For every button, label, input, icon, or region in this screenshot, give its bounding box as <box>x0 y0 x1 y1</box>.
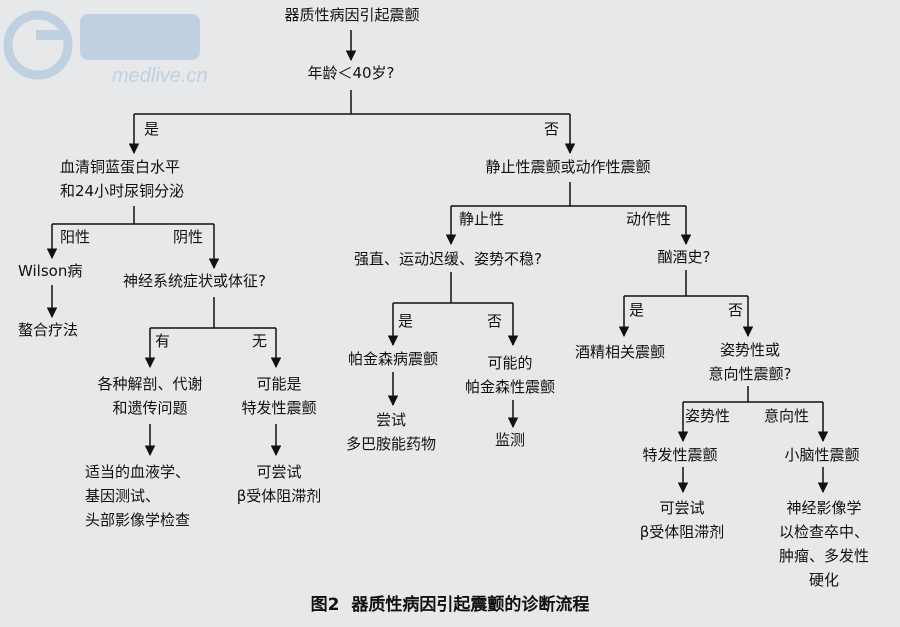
label-age-no: 否 <box>544 120 560 138</box>
node-ceruloplasmin-line1: 血清铜蓝蛋白水平 <box>60 158 181 176</box>
node-root: 器质性病因引起震颤 <box>284 6 420 24</box>
node-neuroimaging-line3: 肿瘤、多发性 <box>778 547 870 565</box>
node-try-beta-right-line2: β受体阻滞剂 <box>639 523 725 541</box>
node-try-beta-left-line2: β受体阻滞剂 <box>236 487 322 505</box>
node-cerebellar: 小脑性震颤 <box>784 446 860 464</box>
label-alcohol-yes: 是 <box>629 301 645 319</box>
node-neuroimaging-line2: 以检查卒中、 <box>778 523 870 541</box>
label-alcohol-no: 否 <box>728 301 744 319</box>
node-possible-parkinson-line2: 帕金森性震颤 <box>464 378 556 396</box>
label-neuro-no: 无 <box>252 332 268 350</box>
label-age-yes: 是 <box>144 120 160 138</box>
node-age-question: 年龄＜40岁? <box>307 64 395 82</box>
label-negative: 阴性 <box>173 228 204 246</box>
node-rigidity-question: 强直、运动迟缓、姿势不稳? <box>354 250 542 268</box>
node-try-dopa-line2: 多巴胺能药物 <box>345 435 437 453</box>
label-neuro-yes: 有 <box>155 332 171 350</box>
node-neuro-question: 神经系统症状或体征? <box>123 272 266 290</box>
label-rigidity-no: 否 <box>487 312 503 330</box>
node-labs-line2: 基因测试、 <box>85 487 161 505</box>
figure-caption: 图2 器质性病因引起震颤的诊断流程 <box>310 595 590 615</box>
node-rest-or-action: 静止性震颤或动作性震颤 <box>485 158 651 176</box>
node-chelation: 螯合疗法 <box>18 321 79 339</box>
label-intention: 意向性 <box>764 407 810 425</box>
node-try-beta-right-line1: 可尝试 <box>659 499 705 517</box>
node-ceruloplasmin-line2: 和24小时尿铜分泌 <box>60 182 185 200</box>
node-anatomic-line1: 各种解剖、代谢 <box>97 375 203 393</box>
node-neuroimaging-line1: 神经影像学 <box>786 499 862 517</box>
node-parkinson: 帕金森病震颤 <box>347 350 439 368</box>
label-rigidity-yes: 是 <box>398 312 414 330</box>
node-wilson: Wilson病 <box>18 262 83 280</box>
node-monitor: 监测 <box>494 431 526 449</box>
node-possible-essential-line1: 可能是 <box>256 375 302 393</box>
node-try-dopa-line1: 尝试 <box>375 411 407 429</box>
node-possible-parkinson-line1: 可能的 <box>487 354 533 372</box>
label-positive: 阳性 <box>60 228 91 246</box>
label-action: 动作性 <box>626 210 672 228</box>
node-essential: 特发性震颤 <box>642 446 718 464</box>
node-postural-question-line2: 意向性震颤? <box>708 365 792 383</box>
node-alcohol-question: 酗酒史? <box>657 248 711 266</box>
node-alcohol-tremor: 酒精相关震颤 <box>574 343 666 361</box>
node-anatomic-line2: 和遗传问题 <box>112 399 188 417</box>
node-labs-line1: 适当的血液学、 <box>85 463 191 481</box>
node-possible-essential-line2: 特发性震颤 <box>241 399 317 417</box>
label-postural: 姿势性 <box>685 407 731 425</box>
node-try-beta-left-line1: 可尝试 <box>256 463 302 481</box>
node-neuroimaging-line4: 硬化 <box>808 571 840 589</box>
node-labs-line3: 头部影像学检查 <box>85 511 191 529</box>
label-rest: 静止性 <box>459 210 505 228</box>
node-postural-question-line1: 姿势性或 <box>719 341 781 359</box>
